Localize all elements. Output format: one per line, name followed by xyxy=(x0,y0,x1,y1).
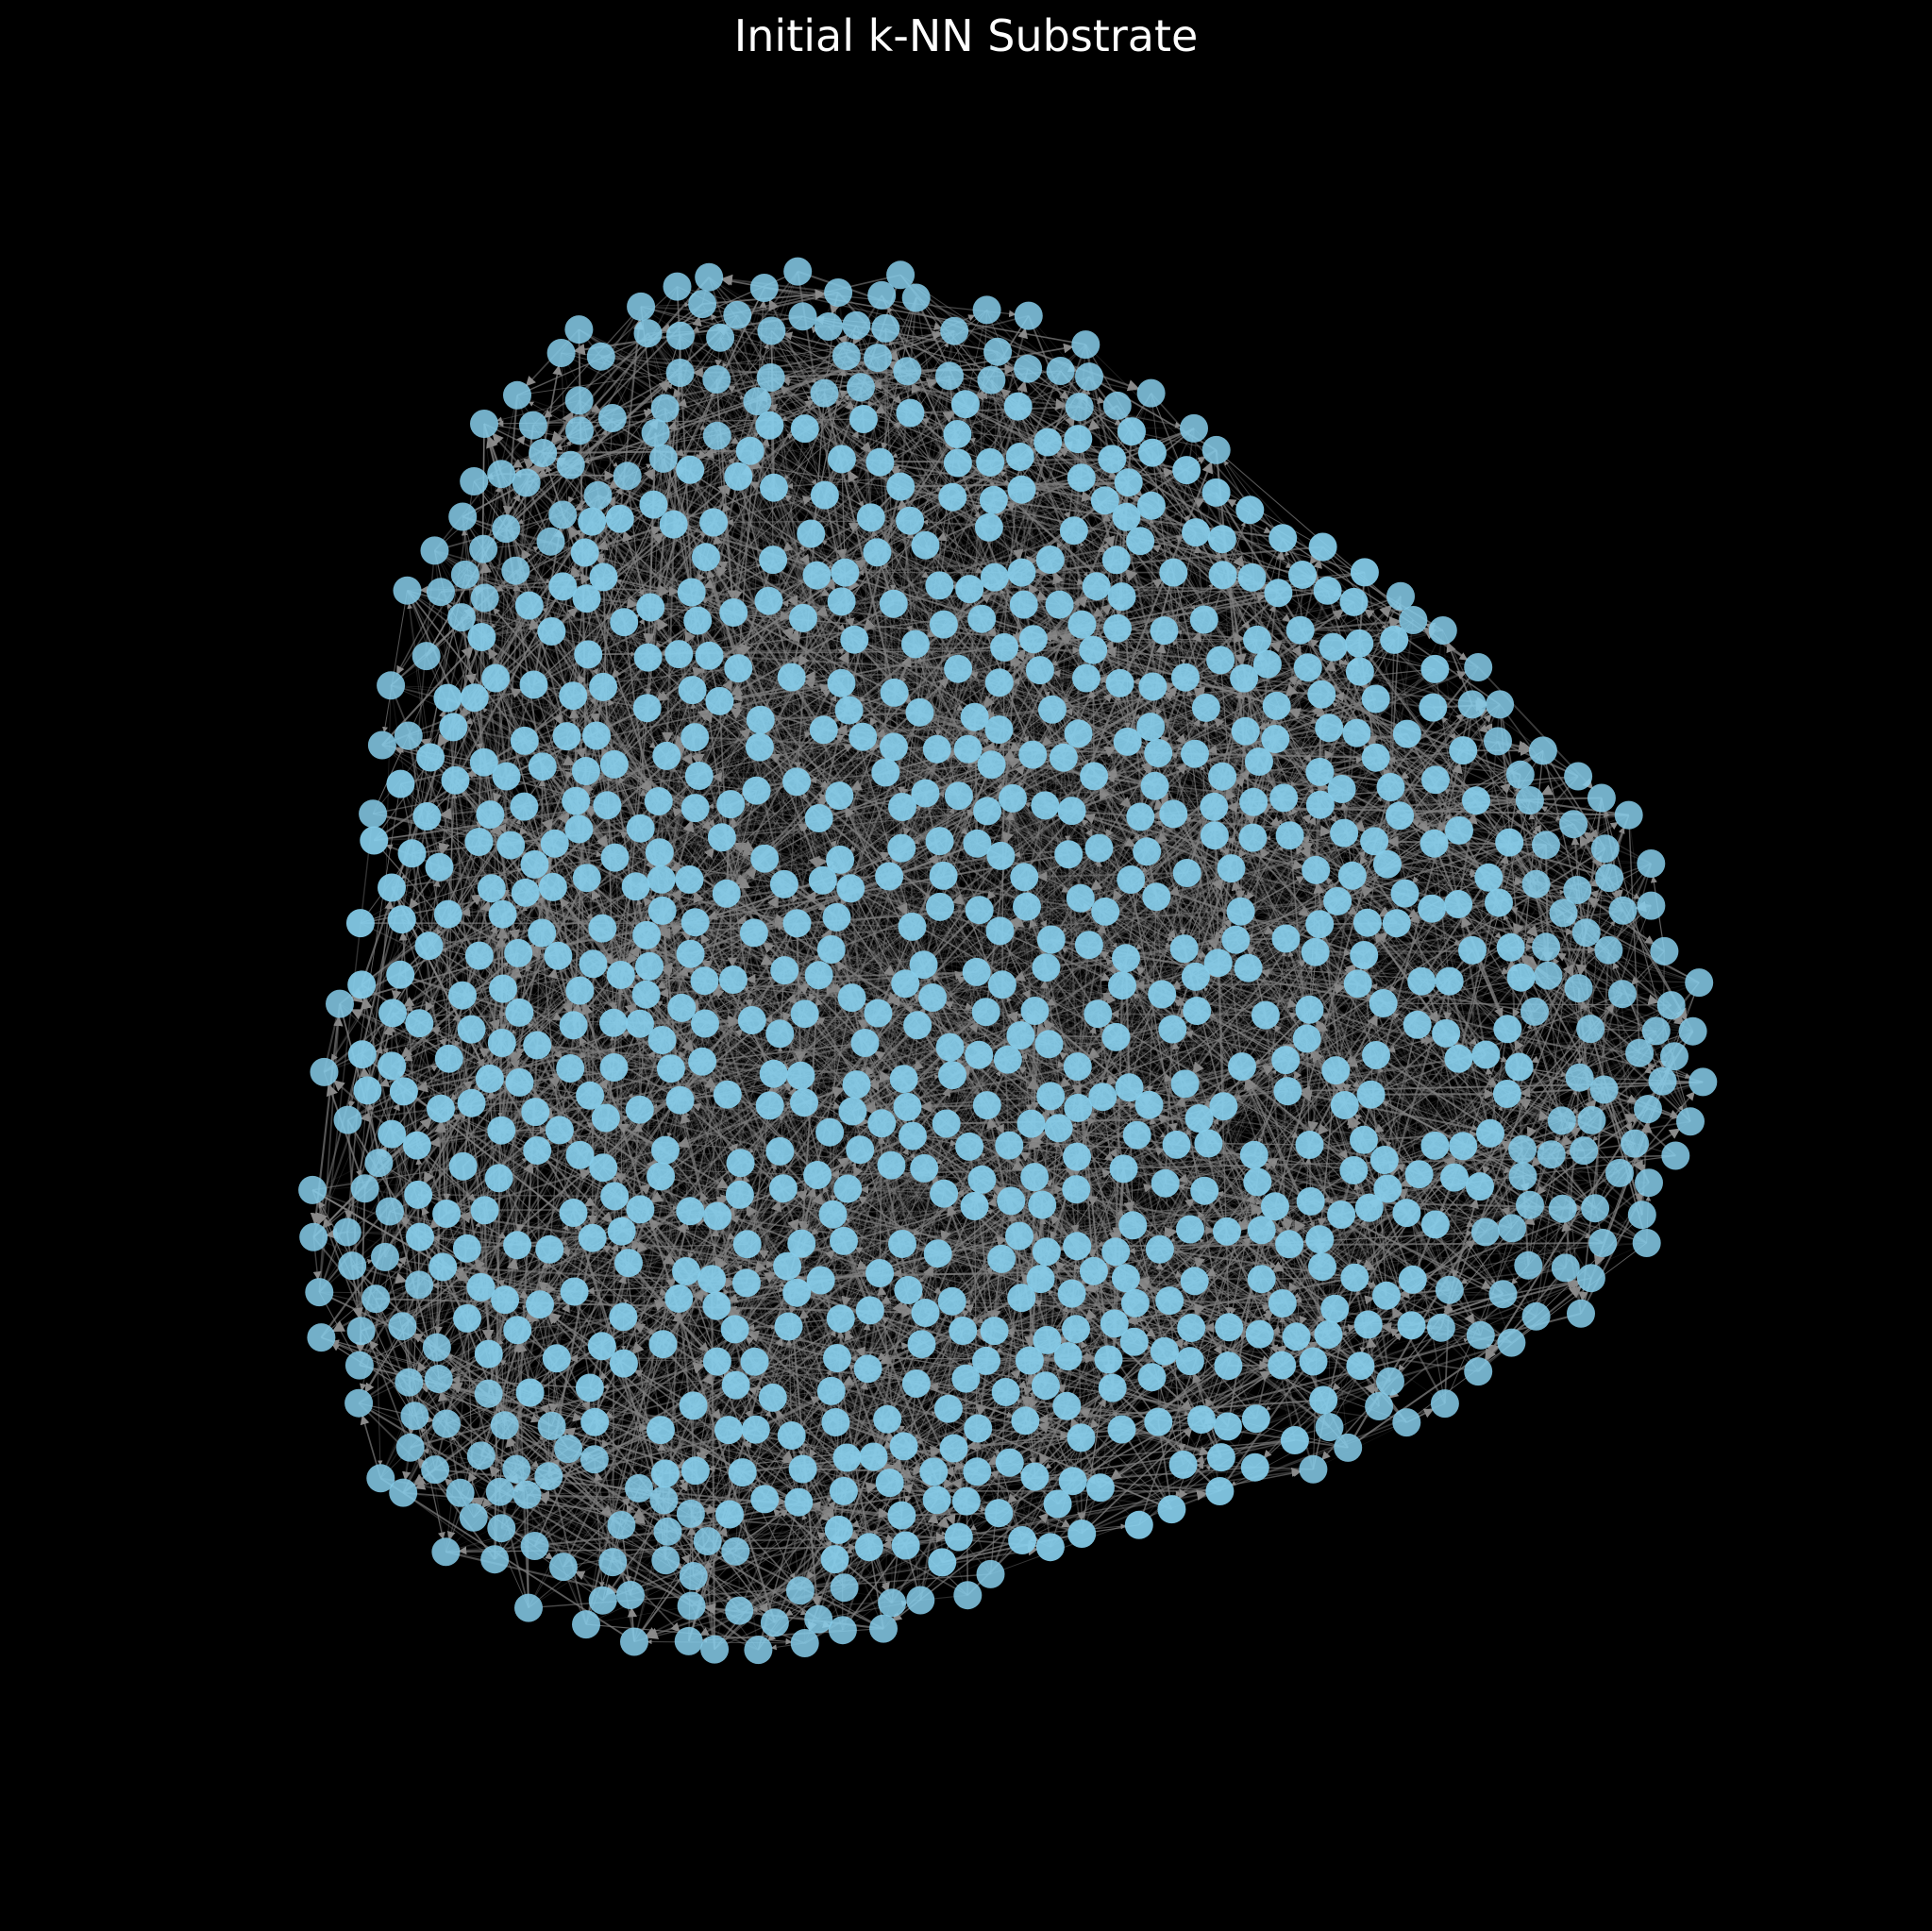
graph-edge xyxy=(1058,490,1081,605)
graph-edge xyxy=(807,1383,917,1494)
graph-edge xyxy=(1037,651,1284,1304)
graph-edge xyxy=(823,393,893,680)
graph-edge xyxy=(445,1551,619,1596)
graph-edge xyxy=(549,1249,667,1296)
graph-edge xyxy=(1033,1464,1184,1536)
graph-edge xyxy=(375,927,446,1300)
graph-edge xyxy=(1325,959,1419,1026)
graph-edge xyxy=(1412,1184,1514,1281)
graph-edge xyxy=(359,1035,568,1367)
graph-edge xyxy=(1136,1134,1158,1237)
graph-edge xyxy=(1140,1314,1222,1458)
graph-edge xyxy=(602,1060,703,1093)
graph-edge xyxy=(646,1544,907,1639)
graph-edge xyxy=(536,1150,541,1292)
graph-edge xyxy=(925,545,1084,585)
graph-edge xyxy=(439,799,577,820)
graph-edge xyxy=(1386,1024,1419,1148)
graph-edge xyxy=(1125,957,1436,982)
graph-edge xyxy=(412,602,485,764)
graph-edge xyxy=(1086,1117,1191,1231)
graph-edge xyxy=(375,1299,383,1466)
graph-edge xyxy=(1370,1088,1496,1100)
graph-edge xyxy=(504,1429,662,1553)
graph-edge xyxy=(1026,816,1142,1025)
graph-edge xyxy=(1356,1024,1419,1266)
graph-edge xyxy=(318,827,373,1293)
graph-edge xyxy=(865,776,987,1044)
graph-edge xyxy=(1026,824,1131,907)
graph-edge xyxy=(407,602,431,758)
graph-edge xyxy=(722,655,959,670)
graph-edge xyxy=(732,979,941,1071)
graph-edge xyxy=(639,1015,741,1027)
graph-edge xyxy=(567,286,679,504)
graph-edge xyxy=(610,1023,706,1157)
graph-edge xyxy=(958,1469,1302,1538)
graph-edge xyxy=(787,726,1151,1143)
graph-edge xyxy=(880,1258,1002,1447)
graph-edge xyxy=(412,769,603,854)
graph-edge xyxy=(1078,1407,1222,1459)
graph-edge xyxy=(1377,949,1473,955)
graph-edge xyxy=(1151,821,1398,924)
graph-edge xyxy=(716,1235,1008,1307)
graph-edge xyxy=(532,315,633,427)
graph-edge xyxy=(1370,1094,1479,1131)
graph-edge xyxy=(732,462,754,613)
graph-edge xyxy=(1359,670,1460,702)
graph-edge xyxy=(1274,1205,1325,1323)
graph-edge xyxy=(1341,788,1502,939)
graph-edge xyxy=(1084,344,1219,951)
graph-edge xyxy=(831,764,992,815)
graph-edge xyxy=(1388,1182,1650,1399)
graph-edge xyxy=(471,625,697,809)
graph-edge xyxy=(1343,677,1471,834)
graph-edge xyxy=(939,840,1097,1086)
graph-edge xyxy=(1033,960,1306,1178)
graph-edge xyxy=(575,800,699,1014)
graph-edge xyxy=(1104,646,1221,662)
graph-edge xyxy=(735,1317,914,1386)
graph-edge xyxy=(1033,546,1323,577)
graph-edge xyxy=(1059,938,1236,967)
graph-edge xyxy=(911,382,996,578)
graph-edge xyxy=(899,1391,1007,1476)
graph-edge xyxy=(901,1243,1270,1363)
graph-edge xyxy=(1060,438,1080,592)
graph-edge xyxy=(872,351,999,386)
graph-edge xyxy=(346,1119,361,1318)
graph-edge xyxy=(1000,930,1112,982)
graph-edge xyxy=(454,770,587,1048)
graph-edge xyxy=(391,858,602,889)
graph-edge xyxy=(1281,1364,1368,1402)
graph-title: Initial k-NN Substrate xyxy=(733,10,1199,61)
graph-edge xyxy=(350,1009,450,1060)
graph-edge xyxy=(916,296,1079,373)
graph-edge xyxy=(550,630,653,792)
graph-edge xyxy=(525,745,686,894)
graph-edge xyxy=(722,446,850,711)
graph-edge xyxy=(658,800,827,911)
